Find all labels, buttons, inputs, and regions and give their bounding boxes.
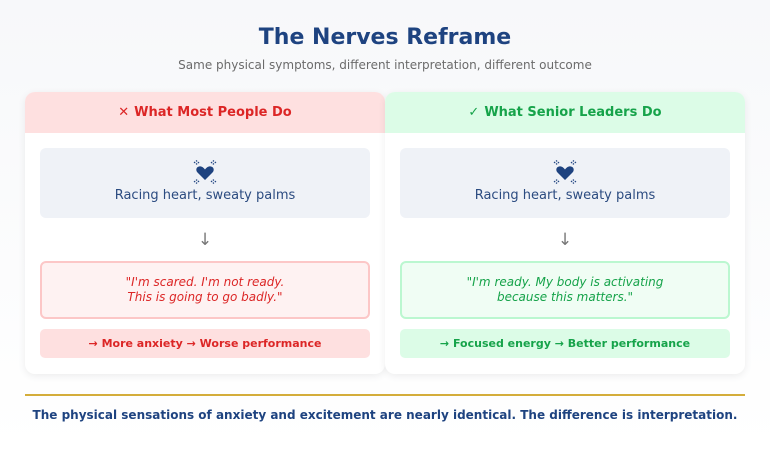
- outcome-banner: → More anxiety → Worse performance: [40, 329, 370, 358]
- card-title: What Senior Leaders Do: [484, 105, 662, 120]
- outcome-banner: → Focused energy → Better performance: [400, 329, 730, 358]
- footer-takeaway: The physical sensations of anxiety and e…: [32, 408, 738, 422]
- thought-box: "I'm ready. My body is activating becaus…: [400, 261, 730, 319]
- beating-heart-icon: [553, 160, 577, 184]
- card-most-people: ✕ What Most People Do Racing heart, swea…: [25, 92, 385, 374]
- card-senior-leaders: ✓ What Senior Leaders Do Racing heart, s…: [385, 92, 745, 374]
- card-header: ✕ What Most People Do: [25, 92, 385, 133]
- page-title: The Nerves Reframe: [258, 25, 512, 50]
- page-subtitle: Same physical symptoms, different interp…: [178, 58, 592, 72]
- x-mark-icon: ✕: [118, 105, 130, 120]
- thought-box: "I'm scared. I'm not ready. This is goin…: [40, 261, 370, 319]
- card-title: What Most People Do: [134, 105, 292, 120]
- card-header: ✓ What Senior Leaders Do: [385, 92, 745, 133]
- checkmark-icon: ✓: [468, 105, 480, 120]
- beating-heart-icon: [193, 160, 217, 184]
- symptom-box: Racing heart, sweaty palms: [400, 148, 730, 218]
- symptom-box: Racing heart, sweaty palms: [40, 148, 370, 218]
- symptom-text: Racing heart, sweaty palms: [474, 188, 656, 203]
- arrow-down-icon: ↓: [557, 230, 573, 250]
- divider: [25, 394, 745, 396]
- symptom-text: Racing heart, sweaty palms: [114, 188, 296, 203]
- arrow-down-icon: ↓: [197, 230, 213, 250]
